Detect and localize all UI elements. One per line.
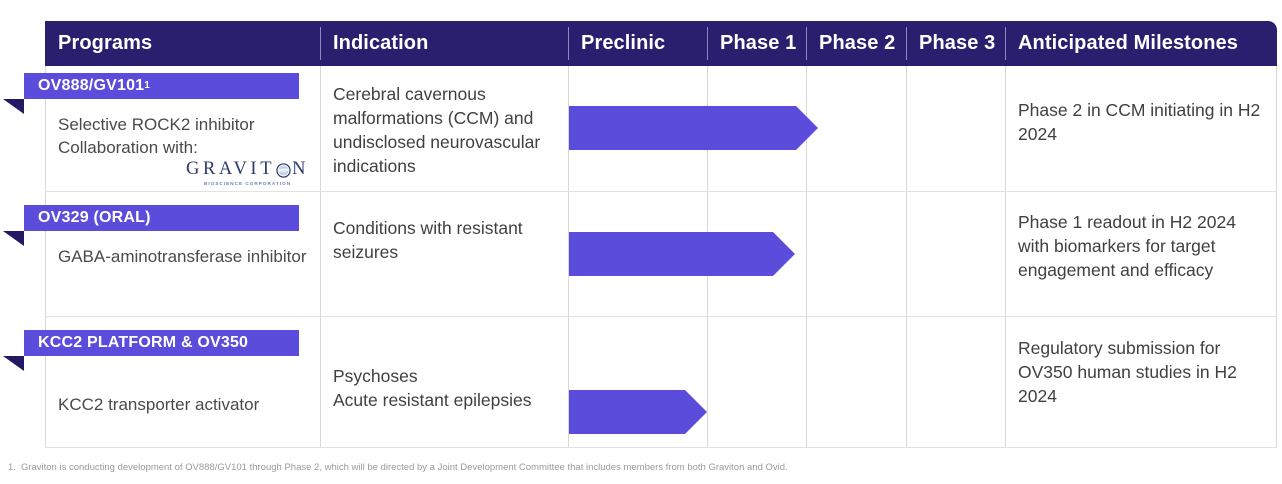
graviton-orbit-icon [276,162,291,178]
program-banner-wrap: KCC2 PLATFORM & OV350 [3,330,299,371]
partner-logo-graviton: GRAVIT N BIOSCIENCE CORPORATION [186,159,309,186]
indication-text: Psychoses Acute resistant epilepsies [333,366,532,410]
indication-text: Conditions with resistant seizures [333,218,523,262]
grid-line-phase2 [806,66,807,448]
banner-fold-icon [3,356,24,371]
column-header-indication: Indication [320,21,568,66]
banner-fold-icon [3,231,24,246]
column-header-phase3: Phase 3 [906,21,1005,66]
milestone-text: Phase 1 readout in H2 2024 with biomarke… [1018,212,1236,280]
grid-line-row2-bottom [45,316,1277,317]
column-header-preclinic: Preclinic [568,21,707,66]
program-banner: OV329 (ORAL) [24,205,299,231]
grid-line-left [45,66,46,448]
pipeline-table: Programs Indication Preclinic Phase 1 Ph… [3,21,1277,448]
grid-line-preclinic [568,66,569,448]
column-header-phase3-label: Phase 3 [919,32,996,54]
partner-logo-tagline: BIOSCIENCE CORPORATION [204,181,292,186]
grid-line-indication [320,66,321,448]
column-header-preclinic-label: Preclinic [581,32,666,54]
banner-fold-icon [3,99,24,114]
progress-arrow [569,390,707,434]
program-description: Selective ROCK2 inhibitor Collaboration … [58,115,255,157]
milestone-text: Phase 2 in CCM initiating in H2 2024 [1018,100,1261,144]
program-banner-label: OV329 (ORAL) [38,209,151,226]
milestone-text: Regulatory submission for OV350 human st… [1018,338,1237,406]
column-header-programs-label: Programs [58,32,153,54]
footnote-text: Graviton is conducting development of OV… [20,462,788,473]
partner-logo-wordmark: GRAVIT N [186,159,309,179]
grid-line-row1-bottom [45,191,1277,192]
column-header-phase1-label: Phase 1 [720,32,797,54]
column-header-phase2: Phase 2 [806,21,906,66]
progress-arrow [569,106,818,150]
column-header-milestones-label: Anticipated Milestones [1018,32,1239,54]
program-banner: KCC2 PLATFORM & OV350 [24,330,299,356]
column-header-phase1: Phase 1 [707,21,806,66]
program-banner-label: KCC2 PLATFORM & OV350 [38,334,249,351]
progress-arrow [569,232,795,276]
program-banner-label: OV888/GV101 [38,77,145,94]
footnote: 1. Graviton is conducting development of … [8,462,1248,474]
column-header-phase2-label: Phase 2 [819,32,896,54]
grid-line-right [1276,66,1277,448]
partner-logo-text-part1: GRAVIT [186,159,276,179]
column-header-programs: Programs [45,21,320,66]
table-header-row: Programs Indication Preclinic Phase 1 Ph… [45,21,1277,66]
program-description: GABA-aminotransferase inhibitor [58,247,307,266]
partner-logo-text-part2: N [292,159,310,179]
grid-line-phase3 [906,66,907,448]
grid-line-row3-bottom [45,447,1277,448]
indication-text: Cerebral cavernous malformations (CCM) a… [333,84,541,176]
column-header-indication-label: Indication [333,32,429,54]
footnote-number: 1. [8,462,16,473]
grid-line-milestones [1005,66,1006,448]
column-header-milestones: Anticipated Milestones [1005,21,1277,66]
program-banner-wrap: OV329 (ORAL) [3,205,299,246]
program-description: KCC2 transporter activator [58,395,260,414]
